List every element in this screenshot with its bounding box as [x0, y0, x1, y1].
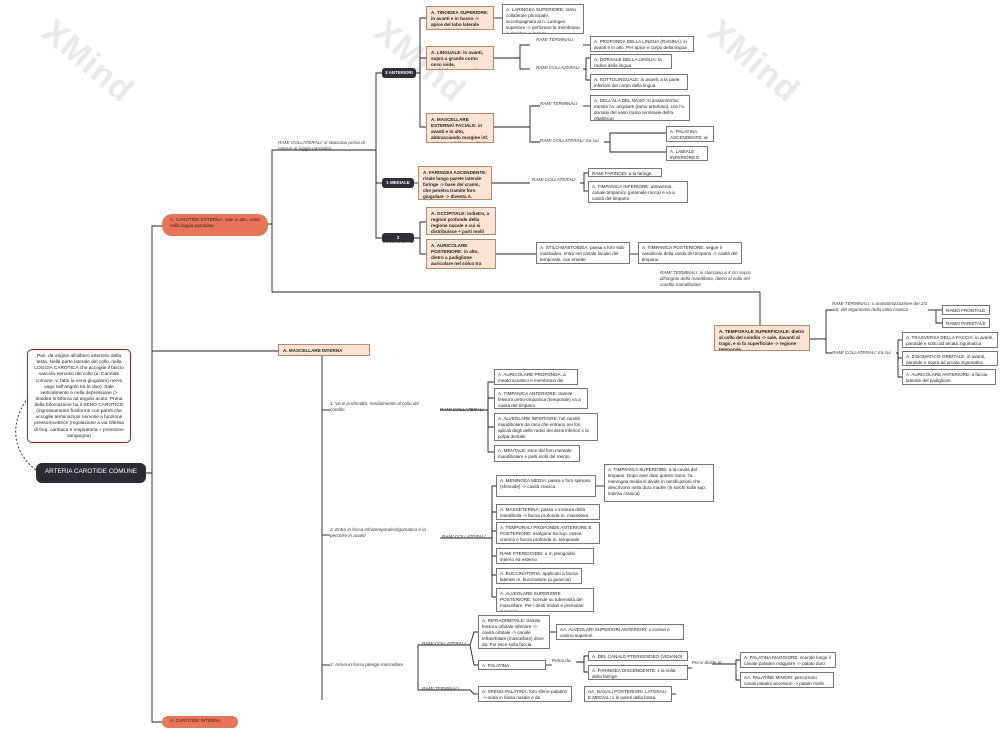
infraorbital-artery[interactable]: A. INFRAORBITALE: tramite fessura orbita… — [478, 615, 550, 649]
maxillary-part3-label: 3. Arriva in fossa pterigo-mascellare — [330, 662, 404, 667]
posterior-nasal-arteries[interactable]: AA. NASALI POSTERIORI, LATERALI E MEDIAL… — [584, 686, 672, 702]
posterior-superior-alveolar-artery[interactable]: A. ALVEOLARE SUPERIORE POSTERIORE: scend… — [496, 588, 594, 612]
middle-meningeal-artery[interactable]: A. MENINGEA MEDIA: passa x foro spinoso … — [496, 475, 596, 497]
dorsal-lingual-artery[interactable]: A. DORSALE DELLA LINGUA: la radice della… — [590, 54, 672, 69]
posterior-group[interactable]: 3 POSTERIORI — [382, 233, 414, 243]
anterior-tympanic-artery[interactable]: A. TIMPANICA ANTERIORE: tramite fessura … — [494, 388, 588, 409]
sphenopalatine-artery[interactable]: A. SFENO-PALATINA: foro sfeno-palatino -… — [478, 686, 572, 702]
lingual-terminal-label: RAMI TERMINALI — [536, 37, 574, 42]
inferior-alveolar-artery[interactable]: A. ALVEOLARE INFERIORE: nel canale mandi… — [494, 413, 598, 441]
facial-terminal-label: RAMI TERMINALI — [540, 101, 578, 106]
descending-palatine-artery[interactable]: A. PALATINA DISCENDENTE — [478, 660, 546, 670]
posterior-tympanic-artery[interactable]: A. TIMPANICA POSTERIORE: segue il canali… — [638, 242, 742, 264]
lesser-palatine-arteries[interactable]: AA. PALATINE MINORI: percorrono canali p… — [740, 672, 834, 688]
descending-pharyngeal-artery[interactable]: A. FARINGEA DISCENDENTE: x la volta dell… — [588, 665, 688, 680]
occipital-artery[interactable]: A. OCCIPITALE: indietro, a regioni profo… — [426, 207, 496, 235]
ascending-pharyngeal-artery[interactable]: A. FARINGEA ASCENDENTE: risale lungo par… — [418, 166, 492, 200]
ascending-palatine-artery[interactable]: A. PALATINA ASCENDENTE: al palato molle … — [666, 126, 714, 142]
pharyngeal-branches[interactable]: RAMI FARINGEI: a la faringe — [588, 168, 662, 177]
anterior-group[interactable]: 3 ANTERIORI — [382, 68, 416, 78]
lingual-collateral-label: RAMI COLLATERALI — [536, 65, 580, 70]
posterior-auricular-artery[interactable]: A. AURICOLARE POSTERIORE: in alto, dietr… — [426, 239, 496, 269]
lingual-artery[interactable]: A. LINGUALE: in avanti, sopra a grande c… — [426, 46, 494, 70]
part1-collateral-label: RAMI COLLATERALI — [440, 407, 484, 412]
facial-artery[interactable]: A. MASCELLARE ESTERNA/ FACIALE: in avant… — [426, 113, 494, 143]
medial-group[interactable]: 1 MEDIALE — [382, 178, 414, 188]
stylomastoid-artery[interactable]: A. STILO-MASTOIDEA: passa x foro stilo m… — [536, 242, 630, 264]
labial-arteries[interactable]: A. LABIALE INFERIORE E SUPERIORE: alle l… — [666, 146, 708, 161]
deep-lingual-artery[interactable]: A. PROFONDA DELLA LINGUA (RANINA): in av… — [590, 36, 694, 52]
root-node[interactable]: ARTERIA CAROTIDE COMUNE — [36, 463, 146, 483]
nasal-ala-artery[interactable]: A. DELL'ALA DEL NASO: si anastomizza, tr… — [590, 95, 690, 121]
first-gives-label: Prima da: — [552, 658, 572, 663]
temporal-terminal-label: RAMI TERMINALI: x anastomizzazione dei 2… — [832, 301, 928, 312]
sublingual-artery[interactable]: A. SOTTOLINGUALE: in avanti, a la parte … — [590, 74, 688, 90]
then-divides-label: Poi si divide in: — [692, 660, 723, 665]
superior-thyroid-artery[interactable]: A. TIROIDEA SUPERIORE: in avanti e in ba… — [426, 6, 494, 30]
callout-note: Pari, da origine all'albero arterioso de… — [27, 349, 131, 443]
collateral-branches-label: RAMI COLLATERALI: si staccano prima di e… — [278, 140, 365, 151]
maxillary-part1-label: 1. Va in profondità, medialmente al coll… — [330, 401, 419, 412]
zygomatico-orbital-artery[interactable]: A. ZIGOMATICO-ORBITALE: in avanti, parot… — [902, 351, 998, 366]
facial-collateral-label: RAMI COLLATERALI: tra cui — [540, 138, 599, 143]
internal-carotid-node[interactable]: A. CAROTIDE INTERNA — [162, 716, 238, 728]
superficial-temporal-artery[interactable]: A. TEMPORALE SUPERFICIALE: dietro al col… — [714, 325, 810, 351]
parietal-branch[interactable]: RAMO PARIETALE — [942, 318, 990, 328]
buccal-artery[interactable]: A. BUCCINATORIA: applicato a faccia late… — [496, 568, 582, 584]
masseteric-artery[interactable]: A. MASSETERINA: passa x incisura della m… — [496, 504, 600, 520]
superior-tympanic-artery[interactable]: A. TIMPANICA SUPERIORE: a la cavità del … — [604, 464, 714, 502]
pterygoid-canal-artery[interactable]: A. DEL CANALE PTERIGOIDEO (VIDIANO) — [588, 651, 688, 661]
greater-palatine-artery[interactable]: A. PALATINA MAGGIORE: scende lungo il ca… — [740, 652, 836, 668]
part3-collateral-label: RAMI COLLATERALI — [422, 641, 466, 646]
maxillary-part2-label: 2. Entra in fossa infratemporale/zigomat… — [330, 527, 426, 538]
pharyngeal-collateral-label: RAMI COLLATERALI — [532, 177, 576, 182]
terminal-branches-label: RAMI TERMINALI: si staccano a 4 cm sopra… — [660, 270, 751, 287]
deep-auricular-artery[interactable]: A. AURICOLARE PROFONDA: a meato acustico… — [494, 369, 578, 385]
transverse-facial-artery[interactable]: A. TRASVERSA DELLA FACCIA: in avanti, pa… — [902, 332, 998, 348]
frontal-branch[interactable]: RAMO FRONTALE — [942, 305, 990, 315]
mental-artery[interactable]: A. MENTALE: esce dal foro mentale: mandi… — [494, 445, 580, 462]
superior-laryngeal-artery[interactable]: A. LARINGEA SUPERIORE: ramo collaterale … — [502, 4, 584, 34]
part2-collateral-label: RAMI COLLATERALI — [442, 534, 486, 539]
anterior-superior-alveolar-arteries[interactable]: AA. ALVEOLARI SUPERIORI ANTERIORI: x inc… — [556, 624, 684, 640]
temporal-collateral-label: RAMI COLLATERALI: tra cui — [832, 350, 891, 355]
deep-temporal-arteries[interactable]: A. TEMPORALI PROFONDE ANTERIORE E POSTER… — [496, 522, 600, 544]
external-carotid-node[interactable]: A. CAROTIDE ESTERNA: sale in alto, entra… — [162, 214, 268, 236]
anterior-auricular-artery[interactable]: A. AURICOLARE ANTERIORE: a faccia latera… — [902, 369, 996, 385]
maxillary-artery[interactable]: A. MASCELLARE INTERNA (maggiore) — [278, 344, 370, 356]
pterygoid-branches[interactable]: RAMI PTERIGOIDEI: a m pterigoidei intern… — [496, 548, 594, 564]
inferior-tympanic-artery[interactable]: A. TIMPANICA INFERIORE: attraversa canal… — [588, 181, 688, 203]
part3-terminal-label: RAMI TERMINALI — [422, 686, 460, 691]
